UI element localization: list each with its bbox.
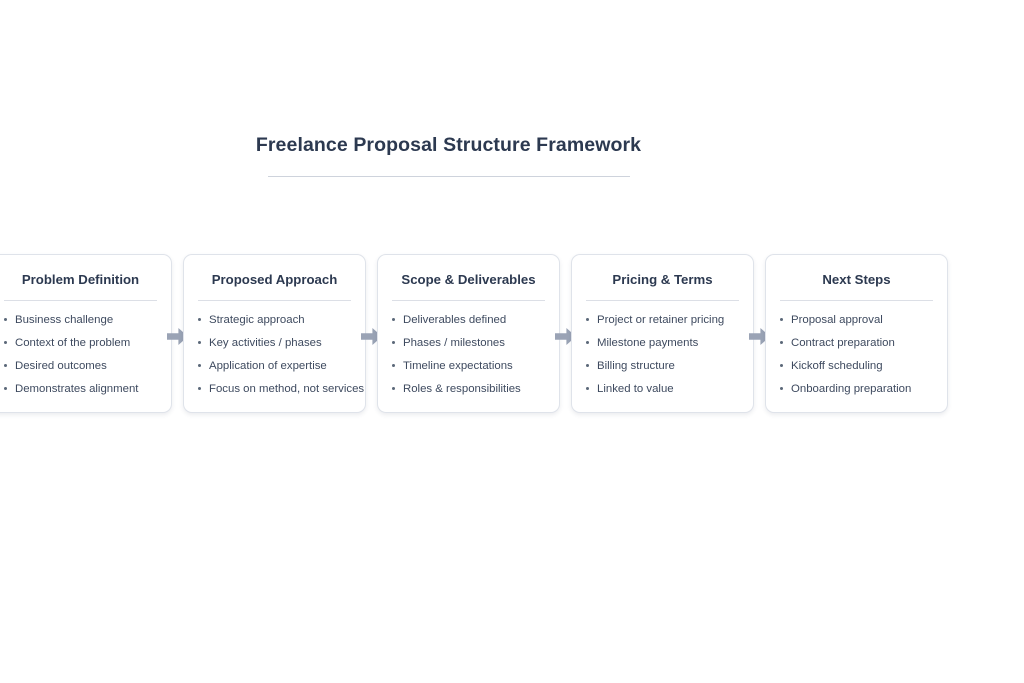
flow-connector: [361, 254, 382, 413]
list-item-label: Focus on method, not services: [209, 382, 365, 395]
list-item: Billing structure: [585, 359, 740, 374]
list-item-label: Context of the problem: [15, 336, 131, 349]
list-item-label: Onboarding preparation: [791, 382, 912, 395]
bullet-dot-icon: [198, 386, 201, 390]
stage-card-divider: [392, 299, 545, 301]
bullet-dot-icon: [392, 363, 395, 367]
stage-card-divider: [586, 299, 739, 301]
list-item-label: Timeline expectations: [403, 359, 513, 372]
list-item-label: Deliverables defined: [403, 313, 507, 326]
bullet-dot-icon: [198, 317, 201, 321]
list-item: Business challenge: [3, 313, 158, 328]
bullet-dot-icon: [392, 340, 395, 344]
list-item: Milestone payments: [585, 336, 740, 351]
bullet-dot-icon: [4, 363, 7, 367]
bullet-dot-icon: [392, 317, 395, 321]
page-title: Freelance Proposal Structure Framework: [255, 134, 642, 156]
list-item-label: Proposal approval: [791, 313, 883, 326]
stage-card-heading: Scope & Deliverables: [401, 272, 536, 287]
list-item: Contract preparation: [779, 336, 934, 351]
list-item: Key activities / phases: [197, 336, 352, 351]
list-item: Linked to value: [585, 382, 740, 397]
list-item-label: Key activities / phases: [209, 336, 322, 349]
bullet-dot-icon: [586, 317, 589, 321]
stage-card-divider: [4, 299, 157, 301]
list-item-label: Demonstrates alignment: [15, 382, 139, 395]
arrow-right-icon: [749, 328, 770, 345]
bullet-dot-icon: [198, 340, 201, 344]
list-item: Proposal approval: [779, 313, 934, 328]
list-item-label: Kickoff scheduling: [791, 359, 883, 372]
list-item: Roles & responsibilities: [391, 382, 546, 397]
list-item: Timeline expectations: [391, 359, 546, 374]
list-item: Focus on method, not services: [197, 382, 364, 397]
list-item: Phases / milestones: [391, 336, 546, 351]
bullet-dot-icon: [780, 317, 783, 321]
list-item-label: Linked to value: [597, 382, 674, 395]
list-item-label: Project or retainer pricing: [597, 313, 725, 326]
list-item-label: Milestone payments: [597, 336, 699, 349]
list-item-label: Application of expertise: [209, 359, 327, 372]
flow-connector: [555, 254, 576, 413]
list-item: Onboarding preparation: [779, 382, 934, 397]
list-item: Strategic approach: [197, 313, 352, 328]
list-item: Context of the problem: [3, 336, 158, 351]
stage-card-heading: Next Steps: [822, 272, 891, 287]
list-item: Desired outcomes: [3, 359, 158, 374]
flow-connector: [167, 254, 188, 413]
list-item: Application of expertise: [197, 359, 352, 374]
flow-connector: [749, 254, 770, 413]
bullet-dot-icon: [198, 363, 201, 367]
list-item-label: Contract preparation: [791, 336, 895, 349]
bullet-dot-icon: [780, 340, 783, 344]
bullet-dot-icon: [586, 340, 589, 344]
list-item: Deliverables defined: [391, 313, 546, 328]
stage-card-heading: Pricing & Terms: [612, 272, 713, 287]
stage-card-divider: [780, 299, 933, 301]
bullet-dot-icon: [586, 363, 589, 367]
arrow-right-icon: [361, 328, 382, 345]
title-block: Freelance Proposal Structure Framework: [0, 134, 897, 178]
bullet-dot-icon: [780, 363, 783, 367]
arrow-right-icon: [555, 328, 576, 345]
list-item: Project or retainer pricing: [585, 313, 740, 328]
bullet-dot-icon: [4, 386, 7, 390]
bullet-dot-icon: [586, 386, 589, 390]
list-item: Kickoff scheduling: [779, 359, 934, 374]
stage-card-heading: Proposed Approach: [211, 272, 338, 287]
bullet-dot-icon: [392, 386, 395, 390]
list-item-label: Roles & responsibilities: [403, 382, 521, 395]
list-item-label: Desired outcomes: [15, 359, 107, 372]
bullet-dot-icon: [4, 340, 7, 344]
list-item-label: Billing structure: [597, 359, 675, 372]
bullet-dot-icon: [4, 317, 7, 321]
title-underline-rule: [267, 176, 630, 178]
list-item-label: Phases / milestones: [403, 336, 505, 349]
list-item-label: Business challenge: [15, 313, 114, 326]
stage-card-divider: [198, 299, 351, 301]
stage-card-heading: Problem Definition: [21, 272, 140, 287]
list-item-label: Strategic approach: [209, 313, 305, 326]
bullet-dot-icon: [780, 386, 783, 390]
arrow-right-icon: [167, 328, 188, 345]
list-item: Demonstrates alignment: [3, 382, 158, 397]
